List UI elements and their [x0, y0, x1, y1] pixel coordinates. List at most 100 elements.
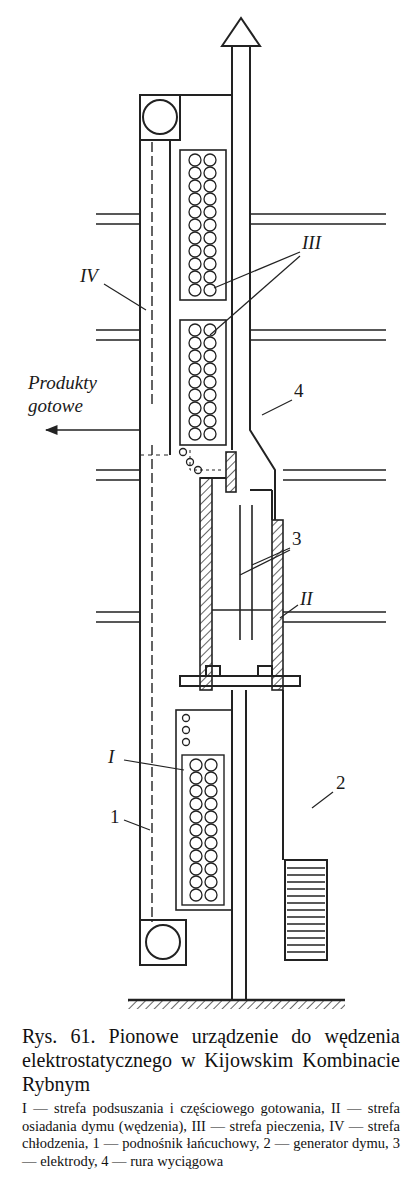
callout-number: 4 — [294, 380, 304, 402]
coil-ring — [189, 376, 201, 388]
coil-ring — [204, 402, 216, 414]
coil-ring — [189, 271, 201, 283]
figure-key: I — strefa podsuszania i częściowego got… — [22, 1100, 400, 1171]
coil-ring — [205, 863, 217, 875]
zone-callout: III — [302, 232, 321, 254]
generator-layer — [287, 916, 325, 917]
duct-wall — [212, 609, 272, 611]
coil-ring — [190, 889, 202, 901]
coil-ring — [189, 245, 201, 257]
coil-ring — [189, 428, 201, 440]
coil-ring — [204, 350, 216, 362]
coil-ring — [190, 798, 202, 810]
coil-ring — [205, 785, 217, 797]
bolt — [206, 666, 272, 676]
spacer — [259, 1135, 263, 1151]
coil-ring — [204, 376, 216, 388]
zone-callout: II — [300, 588, 313, 610]
coil-ring — [204, 180, 216, 192]
chain-link — [180, 449, 187, 456]
coil-ring — [189, 337, 201, 349]
smoke-generator — [285, 860, 327, 960]
key-entry: 1 — podnośnik łańcuchowy, — [92, 1135, 259, 1151]
chain-lift — [151, 142, 152, 405]
sprocket-box — [140, 95, 180, 140]
inner-wall — [140, 455, 170, 456]
support-plate — [180, 676, 300, 686]
coil-ring — [190, 850, 202, 862]
coil-ring — [205, 811, 217, 823]
chain-path — [190, 450, 222, 470]
spacer — [389, 1135, 393, 1151]
ground-line — [128, 999, 345, 1001]
coil-ring — [205, 798, 217, 810]
chimney-wall — [231, 46, 233, 450]
chain-link — [195, 467, 202, 474]
baking-stack — [180, 150, 226, 300]
coil-ring — [189, 363, 201, 375]
coil-ring — [205, 759, 217, 771]
zone-callout: I — [108, 746, 114, 768]
coil-ring — [190, 772, 202, 784]
drying-box — [176, 710, 232, 910]
key-entry: 2 — generator dymu, — [264, 1135, 389, 1151]
electrode — [239, 505, 241, 640]
generator-layer — [287, 888, 325, 889]
coil-ring — [205, 824, 217, 836]
duct-wall — [200, 477, 226, 479]
coil-ring — [189, 324, 201, 336]
coil-ring — [204, 206, 216, 218]
callout-number: 2 — [336, 772, 346, 794]
coil-ring — [189, 284, 201, 296]
housing-wall — [139, 95, 141, 965]
coil-ring — [190, 811, 202, 823]
coil-ring — [189, 258, 201, 270]
floor-slab — [96, 214, 386, 622]
coil-ring — [190, 837, 202, 849]
coil-ring — [190, 785, 202, 797]
coil-ring — [189, 180, 201, 192]
generator-layer — [287, 895, 325, 896]
caption-text: Rys. 61. Pionowe urządzenie do wędzenia … — [22, 1025, 400, 1095]
coil-ring — [204, 245, 216, 257]
coil-ring — [189, 154, 201, 166]
chain-link — [183, 715, 190, 722]
chimney-wall — [250, 46, 275, 520]
coil-ring — [205, 876, 217, 888]
electrode — [251, 505, 253, 640]
coil-ring — [204, 193, 216, 205]
coil-ring — [204, 219, 216, 231]
coil-ring — [204, 154, 216, 166]
coil-ring — [204, 258, 216, 270]
ground-hatch — [128, 1001, 345, 1009]
coil-ring — [189, 206, 201, 218]
coil-ring — [190, 876, 202, 888]
coil-ring — [189, 193, 201, 205]
sprocket — [143, 100, 177, 134]
coil-ring — [205, 837, 217, 849]
coil-ring — [204, 337, 216, 349]
drying-stack — [182, 755, 224, 905]
coil-ring — [189, 167, 201, 179]
callout-number: 3 — [292, 528, 302, 550]
coil-ring — [205, 850, 217, 862]
generator-layer — [287, 867, 325, 868]
key-entry: 4 — rura wyciągowa — [101, 1153, 223, 1169]
coil-ring — [204, 415, 216, 427]
generator-layer — [287, 937, 325, 938]
coil-ring — [189, 415, 201, 427]
coil-ring — [204, 167, 216, 179]
coil-ring — [189, 350, 201, 362]
coil-ring — [204, 389, 216, 401]
chimney-cap — [222, 18, 260, 46]
baking-stack — [180, 320, 226, 445]
generator-layer — [287, 874, 325, 875]
coil-ring — [204, 284, 216, 296]
figure-caption: Rys. 61. Pionowe urządzenie do wędzenia … — [22, 1024, 400, 1096]
coil-ring — [189, 232, 201, 244]
chain-link — [187, 459, 194, 466]
chain-link — [183, 739, 190, 746]
spacer — [325, 1100, 331, 1116]
chain-link — [183, 727, 190, 734]
